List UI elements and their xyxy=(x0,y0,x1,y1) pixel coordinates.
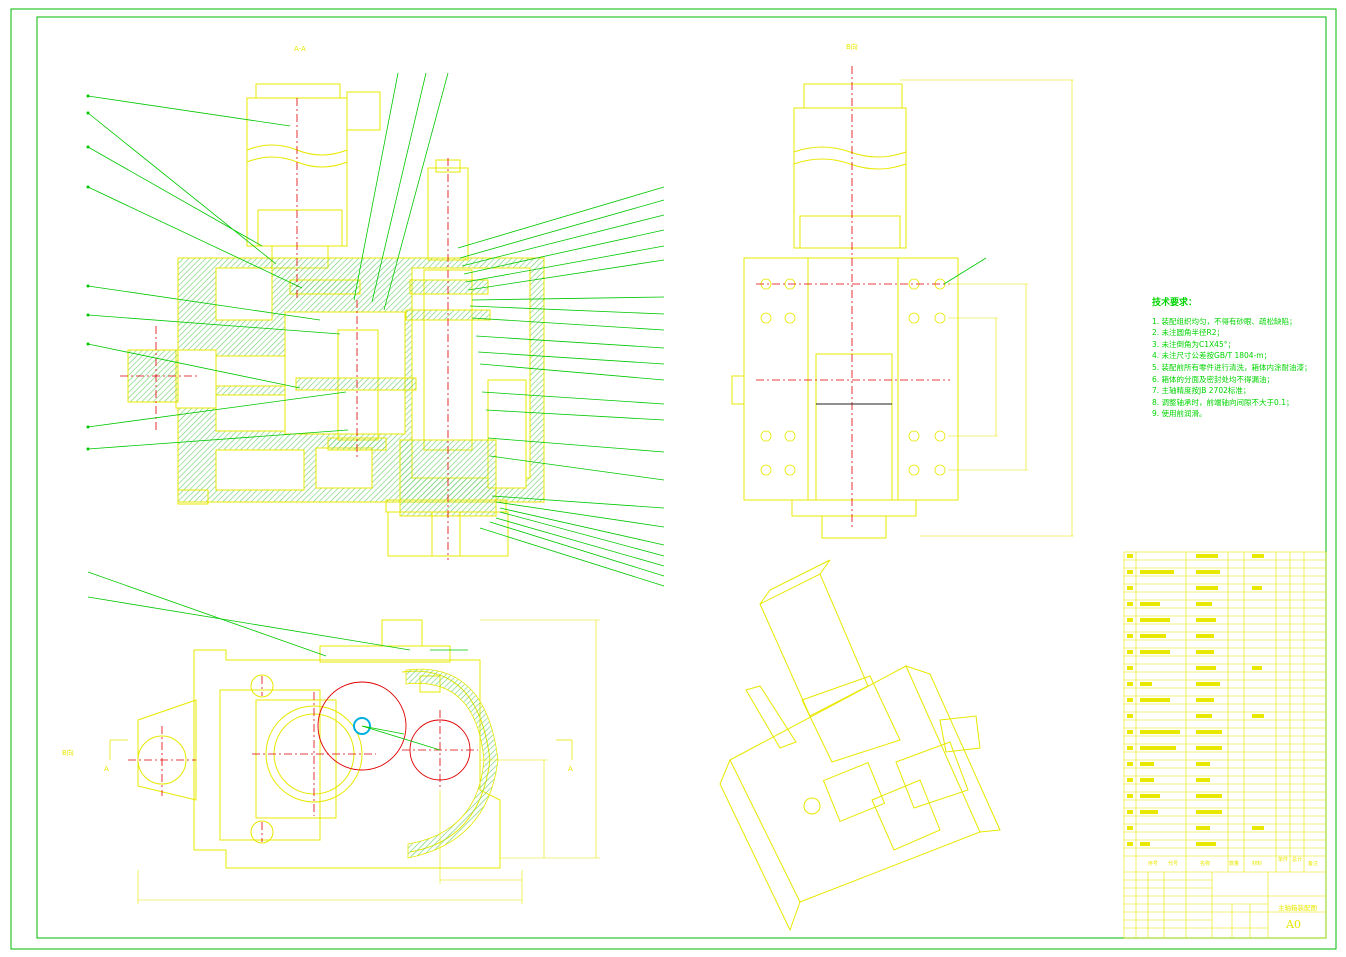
parts-header-material: 材料 xyxy=(1252,861,1263,867)
parts-header-no: 序号 xyxy=(1148,861,1159,867)
section-a-a-centerlines xyxy=(120,98,449,560)
end-view xyxy=(137,619,501,869)
tech-req-item: 3. 未注倒角为C1X45°； xyxy=(1152,339,1235,349)
gear-highlight-circle xyxy=(353,717,371,735)
isometric-view xyxy=(719,559,1001,932)
section-a-a-leader-dots xyxy=(86,94,90,451)
view-b-leader xyxy=(943,257,987,285)
parts-header-name: 名称 xyxy=(1200,861,1211,867)
drawing-name: 主轴箱装配图 xyxy=(1278,904,1317,912)
tech-req-item: 1. 装配组织均匀，不得有砂眼、疏松缺陷； xyxy=(1152,316,1297,326)
tech-req-item: 8. 调整轴承时，前端轴向间隙不大于0.1； xyxy=(1152,397,1294,407)
end-view-dimensions xyxy=(137,619,600,904)
view-b-centerlines xyxy=(756,66,950,530)
view-b-label-lower: B向 xyxy=(62,749,74,757)
technical-requirements: 技术要求： 1. 装配组织均匀，不得有砂眼、疏松缺陷； 2. 未注圆角半径R2；… xyxy=(1152,298,1312,420)
tech-req-item: 4. 未注尺寸公差按GB/T 1804-m； xyxy=(1152,351,1272,361)
cut-mark-left: A xyxy=(104,765,109,773)
parts-header-unit: 单件 xyxy=(1278,857,1289,863)
end-view-hatch xyxy=(405,668,499,859)
cut-mark-right: A xyxy=(568,765,573,773)
tech-req-item: 9. 使用前润滑。 xyxy=(1152,409,1207,419)
tech-req-item: 5. 装配前所有零件进行清洗，箱体内涂耐油漆； xyxy=(1152,362,1312,372)
technical-requirements-title: 技术要求： xyxy=(1152,298,1198,308)
tech-req-item: 7. 主轴精度按JB 2702标准； xyxy=(1152,386,1251,396)
end-view-centerlines xyxy=(128,676,478,842)
view-b xyxy=(731,83,959,539)
section-a-a-view xyxy=(127,83,545,557)
sheet-size: A0 xyxy=(1286,918,1301,931)
outer-border xyxy=(10,8,1337,950)
tech-req-item: 6. 箱体的分面及密封处均不得漏油； xyxy=(1152,374,1275,384)
section-a-a-label: A-A xyxy=(294,45,306,53)
view-b-bolt-holes xyxy=(760,278,946,476)
parts-header-total: 总计 xyxy=(1292,857,1303,863)
view-b-label: B向 xyxy=(846,43,858,51)
parts-list-filler-text xyxy=(1127,554,1264,846)
parts-list xyxy=(1123,551,1327,939)
end-view-leaders xyxy=(87,571,468,751)
end-view-section-marks xyxy=(109,739,573,760)
inner-border xyxy=(36,16,1327,939)
tech-req-item: 2. 未注圆角半径R2； xyxy=(1152,328,1225,338)
parts-header-remark: 备注 xyxy=(1308,861,1319,867)
end-view-gears xyxy=(317,681,471,781)
section-a-a-leaders xyxy=(87,72,665,587)
parts-header-code: 代号 xyxy=(1168,861,1179,867)
view-b-dimensions xyxy=(900,79,1074,537)
parts-header-qty: 数量 xyxy=(1229,861,1240,867)
